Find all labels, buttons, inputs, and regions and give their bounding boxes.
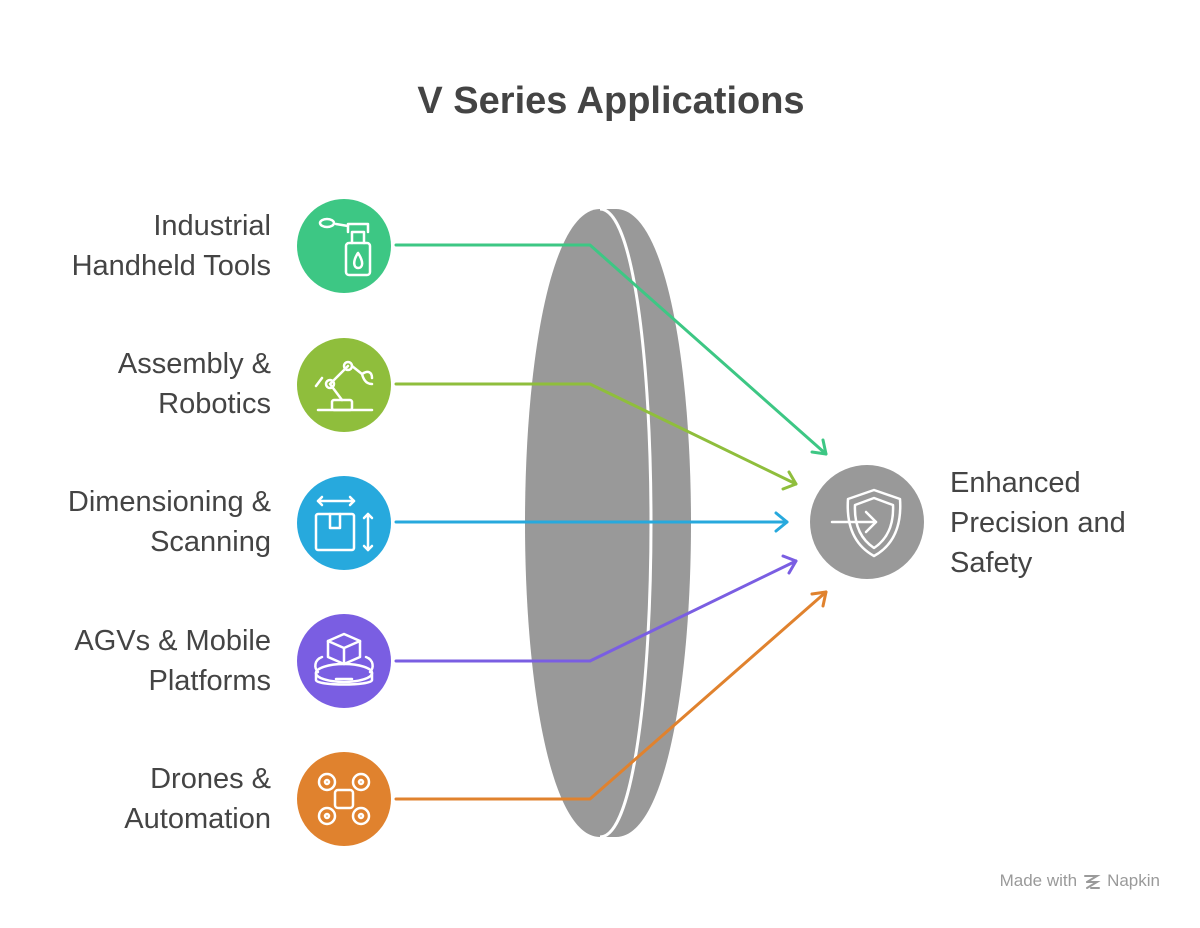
label-line: Scanning [150,526,271,558]
napkin-logo-icon [1084,875,1101,889]
label-line: Assembly & [117,348,271,380]
label-line: AGVs & Mobile [74,625,271,657]
label-line: Handheld Tools [71,250,271,282]
connector-lines [394,243,828,801]
connector-agv [394,554,798,663]
mobile-platform-icon [314,632,374,686]
napkin-watermark[interactable]: Made with Napkin [1000,871,1160,891]
label-line: Enhanced [950,467,1081,499]
spray-bottle-icon [318,217,372,277]
robot-arm-icon [314,360,374,412]
label-line: Platforms [148,665,271,697]
label-agvs-mobile-platforms: AGVs & Mobile Platforms [0,621,271,701]
watermark-prefix: Made with [999,871,1078,890]
connector-dimensioning [394,511,789,533]
label-line: Precision and [950,507,1126,539]
label-dimensioning-scanning: Dimensioning & Scanning [0,482,271,562]
label-output: Enhanced Precision and Safety [950,463,1126,583]
box-dimension-icon [314,495,374,552]
output-icon [810,465,924,579]
label-assembly-robotics: Assembly & Robotics [0,344,271,424]
label-drones-automation: Drones & Automation [0,759,271,839]
label-line: Safety [950,547,1033,579]
input-icon-assembly [297,338,391,432]
input-icon-drones [297,752,391,846]
connector-drones [394,590,828,801]
label-line: Dimensioning & [67,486,271,518]
shield-enter-icon [830,488,902,558]
label-industrial-handheld-tools: Industrial Handheld Tools [0,206,271,286]
diagram-title: V Series Applications [417,80,805,122]
label-line: Automation [124,803,271,835]
input-icon-agv [297,614,391,708]
connector-assembly [394,382,798,491]
label-line: Industrial [153,210,271,242]
label-line: Drones & [150,763,271,795]
connector-industrial [394,243,828,456]
drone-icon [317,772,371,826]
input-icon-industrial [297,199,391,293]
input-icon-dimensioning [297,476,391,570]
label-line: Robotics [158,388,271,420]
watermark-brand: Napkin [1107,871,1160,890]
